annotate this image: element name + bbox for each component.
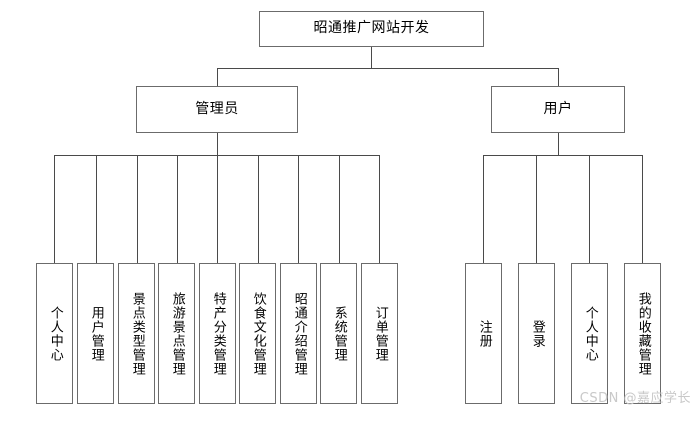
connector-admin-drop-7 (298, 155, 299, 263)
watermark-text: CSDN @嘉应学长 (579, 391, 691, 406)
node-admin-label: 管理员 (195, 100, 239, 117)
node-user-my-favorites-manage[interactable]: 我的收藏管理 (624, 263, 661, 404)
node-user-personal-center[interactable]: 个人中心 (571, 263, 608, 404)
connector-user-stem (558, 133, 559, 155)
connector-user-drop-1 (483, 155, 484, 263)
node-admin-system-manage[interactable]: 系统管理 (320, 263, 357, 404)
node-admin-zhaotong-intro-manage[interactable]: 昭通介绍管理 (280, 263, 317, 404)
node-user-label: 用户 (543, 100, 573, 117)
node-admin-order-manage[interactable]: 订单管理 (361, 263, 398, 404)
connector-drop-user (558, 68, 559, 86)
connector-admin-drop-2 (96, 155, 97, 263)
connector-admin-bus (54, 155, 379, 156)
node-user-my-favorites-manage-label: 我的收藏管理 (635, 291, 651, 376)
node-admin-user-manage-label: 用户管理 (88, 305, 104, 362)
node-admin-specialty-category-manage[interactable]: 特产分类管理 (199, 263, 236, 404)
node-admin-order-manage-label: 订单管理 (372, 305, 388, 362)
node-admin-system-manage-label: 系统管理 (331, 305, 347, 362)
connector-admin-stem (217, 133, 218, 155)
node-admin-zhaotong-intro-manage-label: 昭通介绍管理 (291, 291, 307, 376)
node-root-label: 昭通推广网站开发 (313, 20, 430, 37)
connector-user-bus (483, 155, 643, 156)
connector-root-stem (371, 47, 372, 68)
node-admin-tour-scenic-manage-label: 旅游景点管理 (169, 291, 185, 376)
node-user-register-label: 注册 (476, 319, 492, 348)
node-admin-scenic-type-manage-label: 景点类型管理 (129, 291, 145, 376)
node-admin-scenic-type-manage[interactable]: 景点类型管理 (118, 263, 155, 404)
node-root[interactable]: 昭通推广网站开发 (259, 11, 484, 47)
node-admin-tour-scenic-manage[interactable]: 旅游景点管理 (158, 263, 195, 404)
connector-user-drop-3 (589, 155, 590, 263)
connector-user-drop-4 (642, 155, 643, 263)
connector-drop-admin (217, 68, 218, 86)
node-admin-personal-center-label: 个人中心 (47, 305, 63, 362)
node-admin[interactable]: 管理员 (136, 86, 298, 133)
node-user[interactable]: 用户 (491, 86, 625, 133)
node-user-personal-center-label: 个人中心 (582, 305, 598, 362)
connector-admin-drop-4 (177, 155, 178, 263)
connector-admin-drop-8 (339, 155, 340, 263)
connector-level2-bus (217, 68, 559, 69)
connector-admin-drop-9 (379, 155, 380, 263)
node-user-login-label: 登录 (529, 319, 545, 348)
node-admin-specialty-category-manage-label: 特产分类管理 (210, 291, 226, 376)
node-admin-user-manage[interactable]: 用户管理 (77, 263, 114, 404)
connector-admin-drop-3 (137, 155, 138, 263)
node-admin-personal-center[interactable]: 个人中心 (36, 263, 73, 404)
node-admin-food-culture-manage-label: 饮食文化管理 (250, 291, 266, 376)
connector-admin-drop-5 (217, 155, 218, 263)
connector-user-drop-2 (536, 155, 537, 263)
node-user-register[interactable]: 注册 (465, 263, 502, 404)
connector-admin-drop-1 (54, 155, 55, 263)
node-admin-food-culture-manage[interactable]: 饮食文化管理 (239, 263, 276, 404)
connector-admin-drop-6 (258, 155, 259, 263)
node-user-login[interactable]: 登录 (518, 263, 555, 404)
